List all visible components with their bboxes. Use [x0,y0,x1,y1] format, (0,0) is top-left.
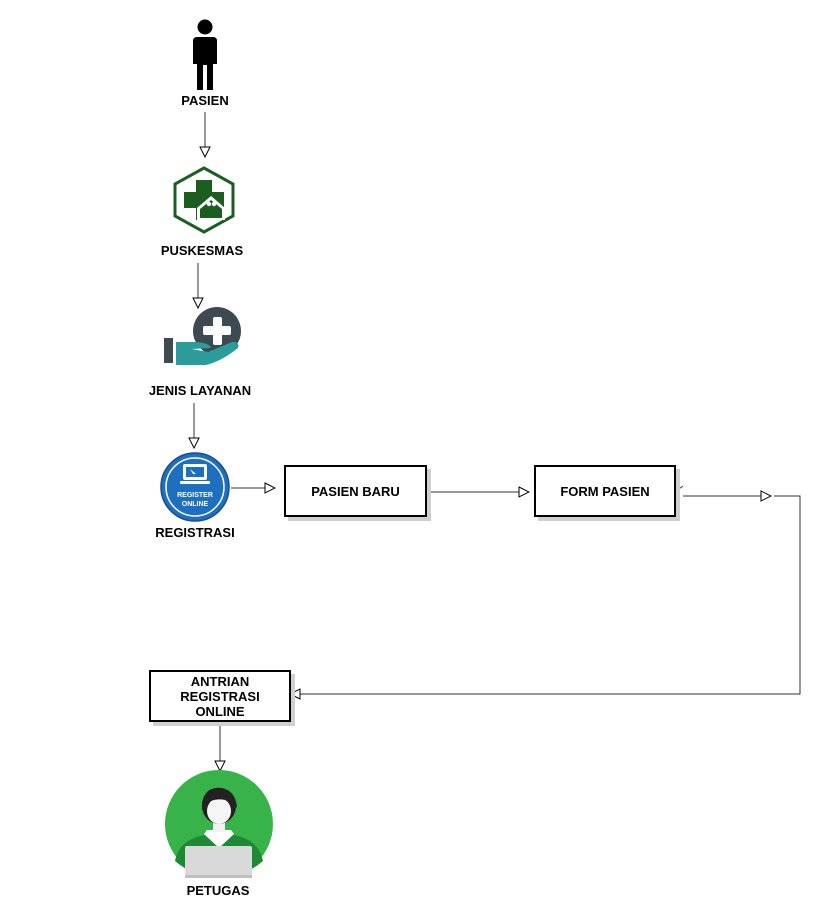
node-form-pasien: FORM PASIEN [534,465,676,517]
person-icon [193,19,217,90]
label-pasien: PASIEN [181,93,229,108]
tick-form-pasien [675,485,684,492]
register-badge-line2: ONLINE [182,501,209,508]
officer-avatar-icon [165,770,273,878]
label-puskesmas: PUSKESMAS [160,243,244,258]
node-pasien-baru-label: PASIEN BARU [311,483,400,499]
label-petugas: PETUGAS [186,883,250,898]
hand-medical-cross-icon [164,307,241,365]
node-pasien-baru: PASIEN BARU [284,465,427,517]
register-badge-line1: REGISTER [177,492,213,499]
antrian-line1: ANTRIAN [190,673,250,689]
arrow-return-to-antrian [290,495,801,694]
antrian-line3: ONLINE [195,703,245,719]
antrian-line2: REGISTRASI [180,688,260,704]
puskesmas-logo-icon [173,166,235,234]
register-online-icon: REGISTER ONLINE [160,452,230,522]
label-jenis-layanan: JENIS LAYANAN [148,383,252,398]
connectors [194,112,801,771]
node-form-pasien-label: FORM PASIEN [560,483,650,499]
node-antrian-registrasi-online: ANTRIAN REGISTRASI ONLINE [149,670,291,722]
label-registrasi: REGISTRASI [155,525,235,540]
